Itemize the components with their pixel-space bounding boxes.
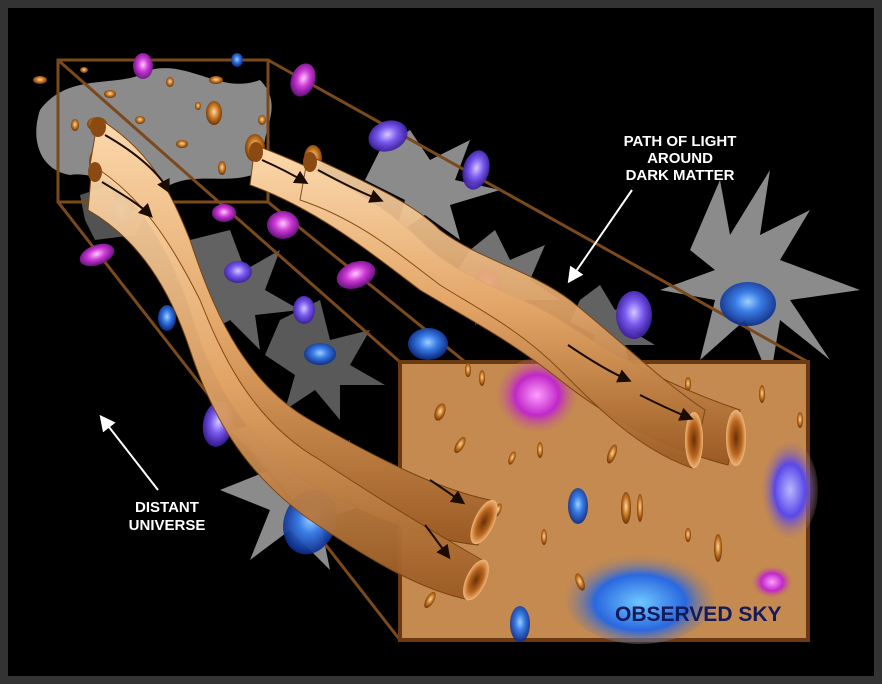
lensed-arc (685, 528, 691, 542)
galaxy (231, 53, 243, 67)
lensed-arc (637, 494, 643, 522)
tube-start (88, 162, 102, 182)
small-galaxy (195, 102, 201, 110)
lensed-arc (465, 363, 471, 377)
panel-galaxy-blue (565, 552, 715, 644)
small-galaxy (104, 90, 116, 98)
panel-galaxy-edge-blue (510, 606, 530, 642)
lensed-arc (541, 529, 547, 545)
lensed-arc (759, 385, 765, 403)
lensed-arc (714, 534, 722, 562)
tube-end (685, 412, 703, 468)
small-galaxy (166, 77, 174, 87)
panel-galaxy-small-blue (568, 488, 588, 524)
galaxy (133, 53, 153, 79)
panel-galaxy-violet (762, 442, 818, 538)
galaxy (616, 291, 652, 339)
small-galaxy (209, 76, 223, 84)
distant-universe-label-line-1: DISTANT (135, 499, 199, 516)
small-galaxy (71, 119, 79, 131)
small-galaxy (80, 67, 88, 73)
distant-universe-label-line-2: UNIVERSE (129, 517, 206, 534)
lensed-arc (797, 412, 803, 428)
path-of-light-label-line-2: AROUND (647, 150, 713, 167)
small-galaxy (218, 161, 226, 175)
small-galaxy (135, 116, 145, 124)
path-of-light-label-line-1: PATH OF LIGHT (624, 133, 737, 150)
galaxy (293, 296, 315, 324)
tube-start (249, 142, 263, 162)
lensed-arc (621, 492, 631, 524)
small-galaxy (258, 115, 266, 125)
observed-sky-label: OBSERVED SKY (615, 603, 782, 626)
lensed-arc (537, 442, 543, 458)
small-galaxy (33, 76, 47, 84)
tube-end (726, 410, 746, 466)
galaxy (304, 343, 336, 365)
galaxy (720, 282, 776, 326)
small-galaxy (176, 140, 188, 148)
galaxy (408, 328, 448, 360)
tube-start (303, 152, 317, 172)
tube-start (90, 117, 106, 137)
galaxy (212, 204, 236, 222)
galaxy (267, 211, 299, 239)
small-galaxy (206, 101, 222, 125)
panel-galaxy-small-magenta (752, 566, 792, 598)
galaxy (224, 261, 252, 283)
path-of-light-label-line-3: DARK MATTER (626, 167, 735, 184)
lensed-arc (479, 370, 485, 386)
